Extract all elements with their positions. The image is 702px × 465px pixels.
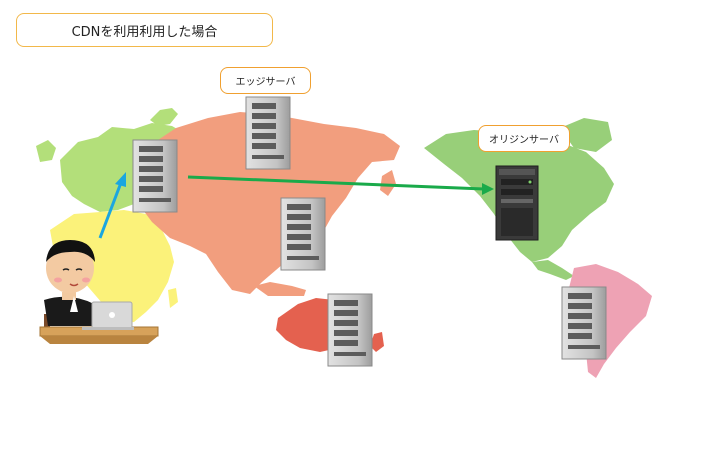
indonesia-islands <box>254 282 306 296</box>
central-america <box>532 260 574 280</box>
edge-server-icon <box>280 197 326 271</box>
edge-server-label: エッジサーバ <box>220 67 311 94</box>
japan-island <box>380 170 396 196</box>
uk-island <box>36 140 56 162</box>
edge-server-icon <box>327 293 373 367</box>
scandinavia <box>150 108 178 126</box>
edge-server-icon <box>132 139 178 213</box>
diagram-title: CDNを利用利用した場合 <box>16 13 273 47</box>
request-arrow <box>98 179 124 239</box>
user-with-laptop-icon <box>39 240 159 344</box>
origin-server-icon <box>495 165 539 241</box>
request-arrowhead <box>115 172 126 187</box>
asia-region <box>140 112 400 294</box>
new-zealand <box>370 332 384 352</box>
edge-server-icon <box>245 96 291 170</box>
origin-server-label: オリジンサーバ <box>478 125 570 152</box>
africa-region <box>50 210 174 324</box>
origin-arrow <box>187 175 485 191</box>
madagascar <box>168 288 178 308</box>
edge-server-icon <box>561 286 607 360</box>
origin-arrowhead <box>482 183 494 195</box>
greenland <box>560 118 612 152</box>
